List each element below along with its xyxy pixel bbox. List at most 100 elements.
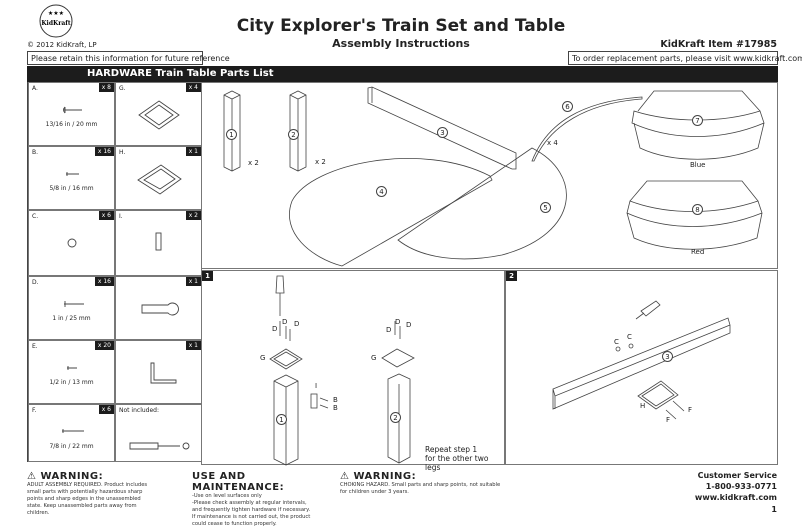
bin-7-drawing	[631, 90, 765, 160]
part-number-8: 8	[692, 204, 703, 215]
label-d: D	[395, 318, 401, 326]
hardware-qty: x 20	[94, 341, 114, 350]
label-g: G	[260, 354, 266, 362]
label-d: D	[272, 325, 278, 333]
step-1-number: 1	[202, 271, 213, 281]
hardware-size: 13/16 in / 20 mm	[45, 121, 98, 128]
part-number-6: 6	[562, 101, 573, 112]
hardware-icon	[129, 442, 190, 450]
label-d: D	[282, 318, 288, 326]
svg-text:★★★: ★★★	[48, 10, 64, 17]
leg-2-number: 2	[390, 412, 401, 423]
hardware-qty: x 8	[98, 83, 114, 92]
hardware-cell: D. x 16 1 in / 25 mm	[28, 276, 115, 340]
retain-notice: Please retain this information for futur…	[27, 51, 230, 65]
leg-2-qty: x 2	[315, 158, 326, 166]
hardware-icon	[66, 172, 79, 176]
hardware-icon	[67, 366, 77, 370]
hardware-cell: x 1	[115, 340, 202, 404]
rail-number-3: 3	[662, 351, 673, 362]
hardware-cell: F. x 6 7/8 in / 22 mm	[28, 404, 115, 462]
hardware-qty: x 1	[185, 147, 201, 156]
kidkraft-logo: ★★★KidKraft	[39, 4, 73, 38]
warning-title: ⚠ WARNING:	[340, 471, 417, 482]
label-d: D	[386, 326, 392, 334]
hardware-cell: G.x 4	[115, 82, 202, 146]
label-c: C	[614, 338, 619, 346]
hardware-size: 7/8 in / 22 mm	[49, 443, 94, 450]
hardware-qty: x 4	[185, 83, 201, 92]
hardware-icon	[137, 164, 182, 195]
curved-rail-drawing	[531, 96, 643, 162]
part-number-2: 2	[288, 129, 299, 140]
half-table-4-drawing	[289, 158, 493, 267]
parts-list-header: HARDWARE Train Table Parts List	[27, 66, 778, 82]
cs-title: Customer Service	[697, 471, 777, 480]
label-d: D	[294, 320, 300, 328]
parts-list-title: HARDWARE Train Table Parts List	[87, 68, 274, 79]
hardware-grid: A. x 8 13/16 in / 20 mm G.x 4 B. x 16 5/8 in /…	[27, 82, 202, 462]
page-number: 1	[771, 505, 777, 514]
warning-text: CHOKING HAZARD. Small parts and sharp po…	[340, 482, 501, 495]
hardware-qty: x 16	[94, 277, 114, 286]
label-f: F	[688, 406, 693, 414]
half-table-5-drawing	[397, 147, 567, 260]
warning-title: ⚠ WARNING:	[27, 471, 104, 482]
hardware-letter: F.	[32, 407, 37, 414]
label-h: H	[640, 402, 646, 410]
warning-text: ADULT ASSEMBLY REQUIRED. Product include…	[27, 482, 148, 516]
step-1-panel: 1 1 2 D D D G I B B D D D G Repeat step …	[201, 270, 505, 472]
step-2-panel: 2 3 C C H F F	[505, 270, 778, 465]
label-f: F	[666, 416, 671, 424]
use-maintenance: USE AND MAINTENANCE: -Use on level surfa…	[192, 471, 314, 528]
bin-blue-label: Blue	[690, 161, 706, 169]
item-number: KidKraft Item #17985	[660, 39, 777, 50]
hardware-letter: B.	[32, 149, 39, 156]
hardware-letter: A.	[32, 85, 38, 92]
use-title: USE AND MAINTENANCE:	[192, 471, 285, 493]
hardware-qty: x 16	[94, 147, 114, 156]
cs-phone: 1-800-933-0771	[705, 482, 777, 491]
leg-1-qty: x 2	[248, 159, 259, 167]
customer-service: Customer Service 1-800-933-0771 www.kidk…	[695, 470, 777, 503]
bin-8-drawing	[626, 180, 763, 250]
hardware-qty: x 1	[185, 341, 201, 350]
hardware-letter: D.	[32, 279, 39, 286]
hardware-size: 1 in / 25 mm	[52, 315, 91, 322]
parts-drawing	[223, 86, 765, 267]
parts-overview: 1 2 3 4 5 6 7 8 x 2 x 2 x 4 Blue Red	[201, 82, 778, 269]
hardware-qty: x 6	[98, 211, 114, 220]
hardware-cell: Not included:	[115, 404, 202, 462]
label-c: C	[627, 333, 632, 341]
hardware-letter: Not included:	[119, 407, 159, 414]
document-title: City Explorer's Train Set and Table	[236, 16, 566, 36]
hardware-qty: x 6	[98, 405, 114, 414]
use-line1: -Use on level surfaces only	[192, 493, 262, 499]
use-line2: -Please check assembly at regular interv…	[192, 500, 311, 527]
hardware-icon	[141, 302, 179, 316]
hardware-cell: I.x 2	[115, 210, 202, 276]
part-number-4: 4	[376, 186, 387, 197]
hardware-icon	[63, 106, 82, 114]
label-g: G	[371, 354, 377, 362]
copyright: © 2012 KidKraft, LP	[27, 41, 97, 49]
hardware-size: 5/8 in / 16 mm	[49, 185, 94, 192]
cs-website[interactable]: www.kidkraft.com	[694, 493, 777, 502]
hardware-cell: A. x 8 13/16 in / 20 mm	[28, 82, 115, 146]
part-number-5: 5	[540, 202, 551, 213]
hardware-cell: C.x 6	[28, 210, 115, 276]
bin-red-label: Red	[691, 248, 705, 256]
part-number-1: 1	[226, 129, 237, 140]
hardware-cell: x 1	[115, 276, 202, 340]
hardware-icon	[67, 238, 77, 248]
hardware-icon	[138, 100, 180, 130]
label-b: B	[333, 396, 338, 404]
hardware-qty: x 1	[185, 277, 201, 286]
hardware-qty: x 2	[185, 211, 201, 220]
side-rail-drawing	[367, 86, 517, 170]
leg-1-number: 1	[276, 414, 287, 425]
hardware-icon	[150, 362, 177, 384]
hardware-cell: B. x 16 5/8 in / 16 mm	[28, 146, 115, 210]
part-number-7: 7	[692, 115, 703, 126]
